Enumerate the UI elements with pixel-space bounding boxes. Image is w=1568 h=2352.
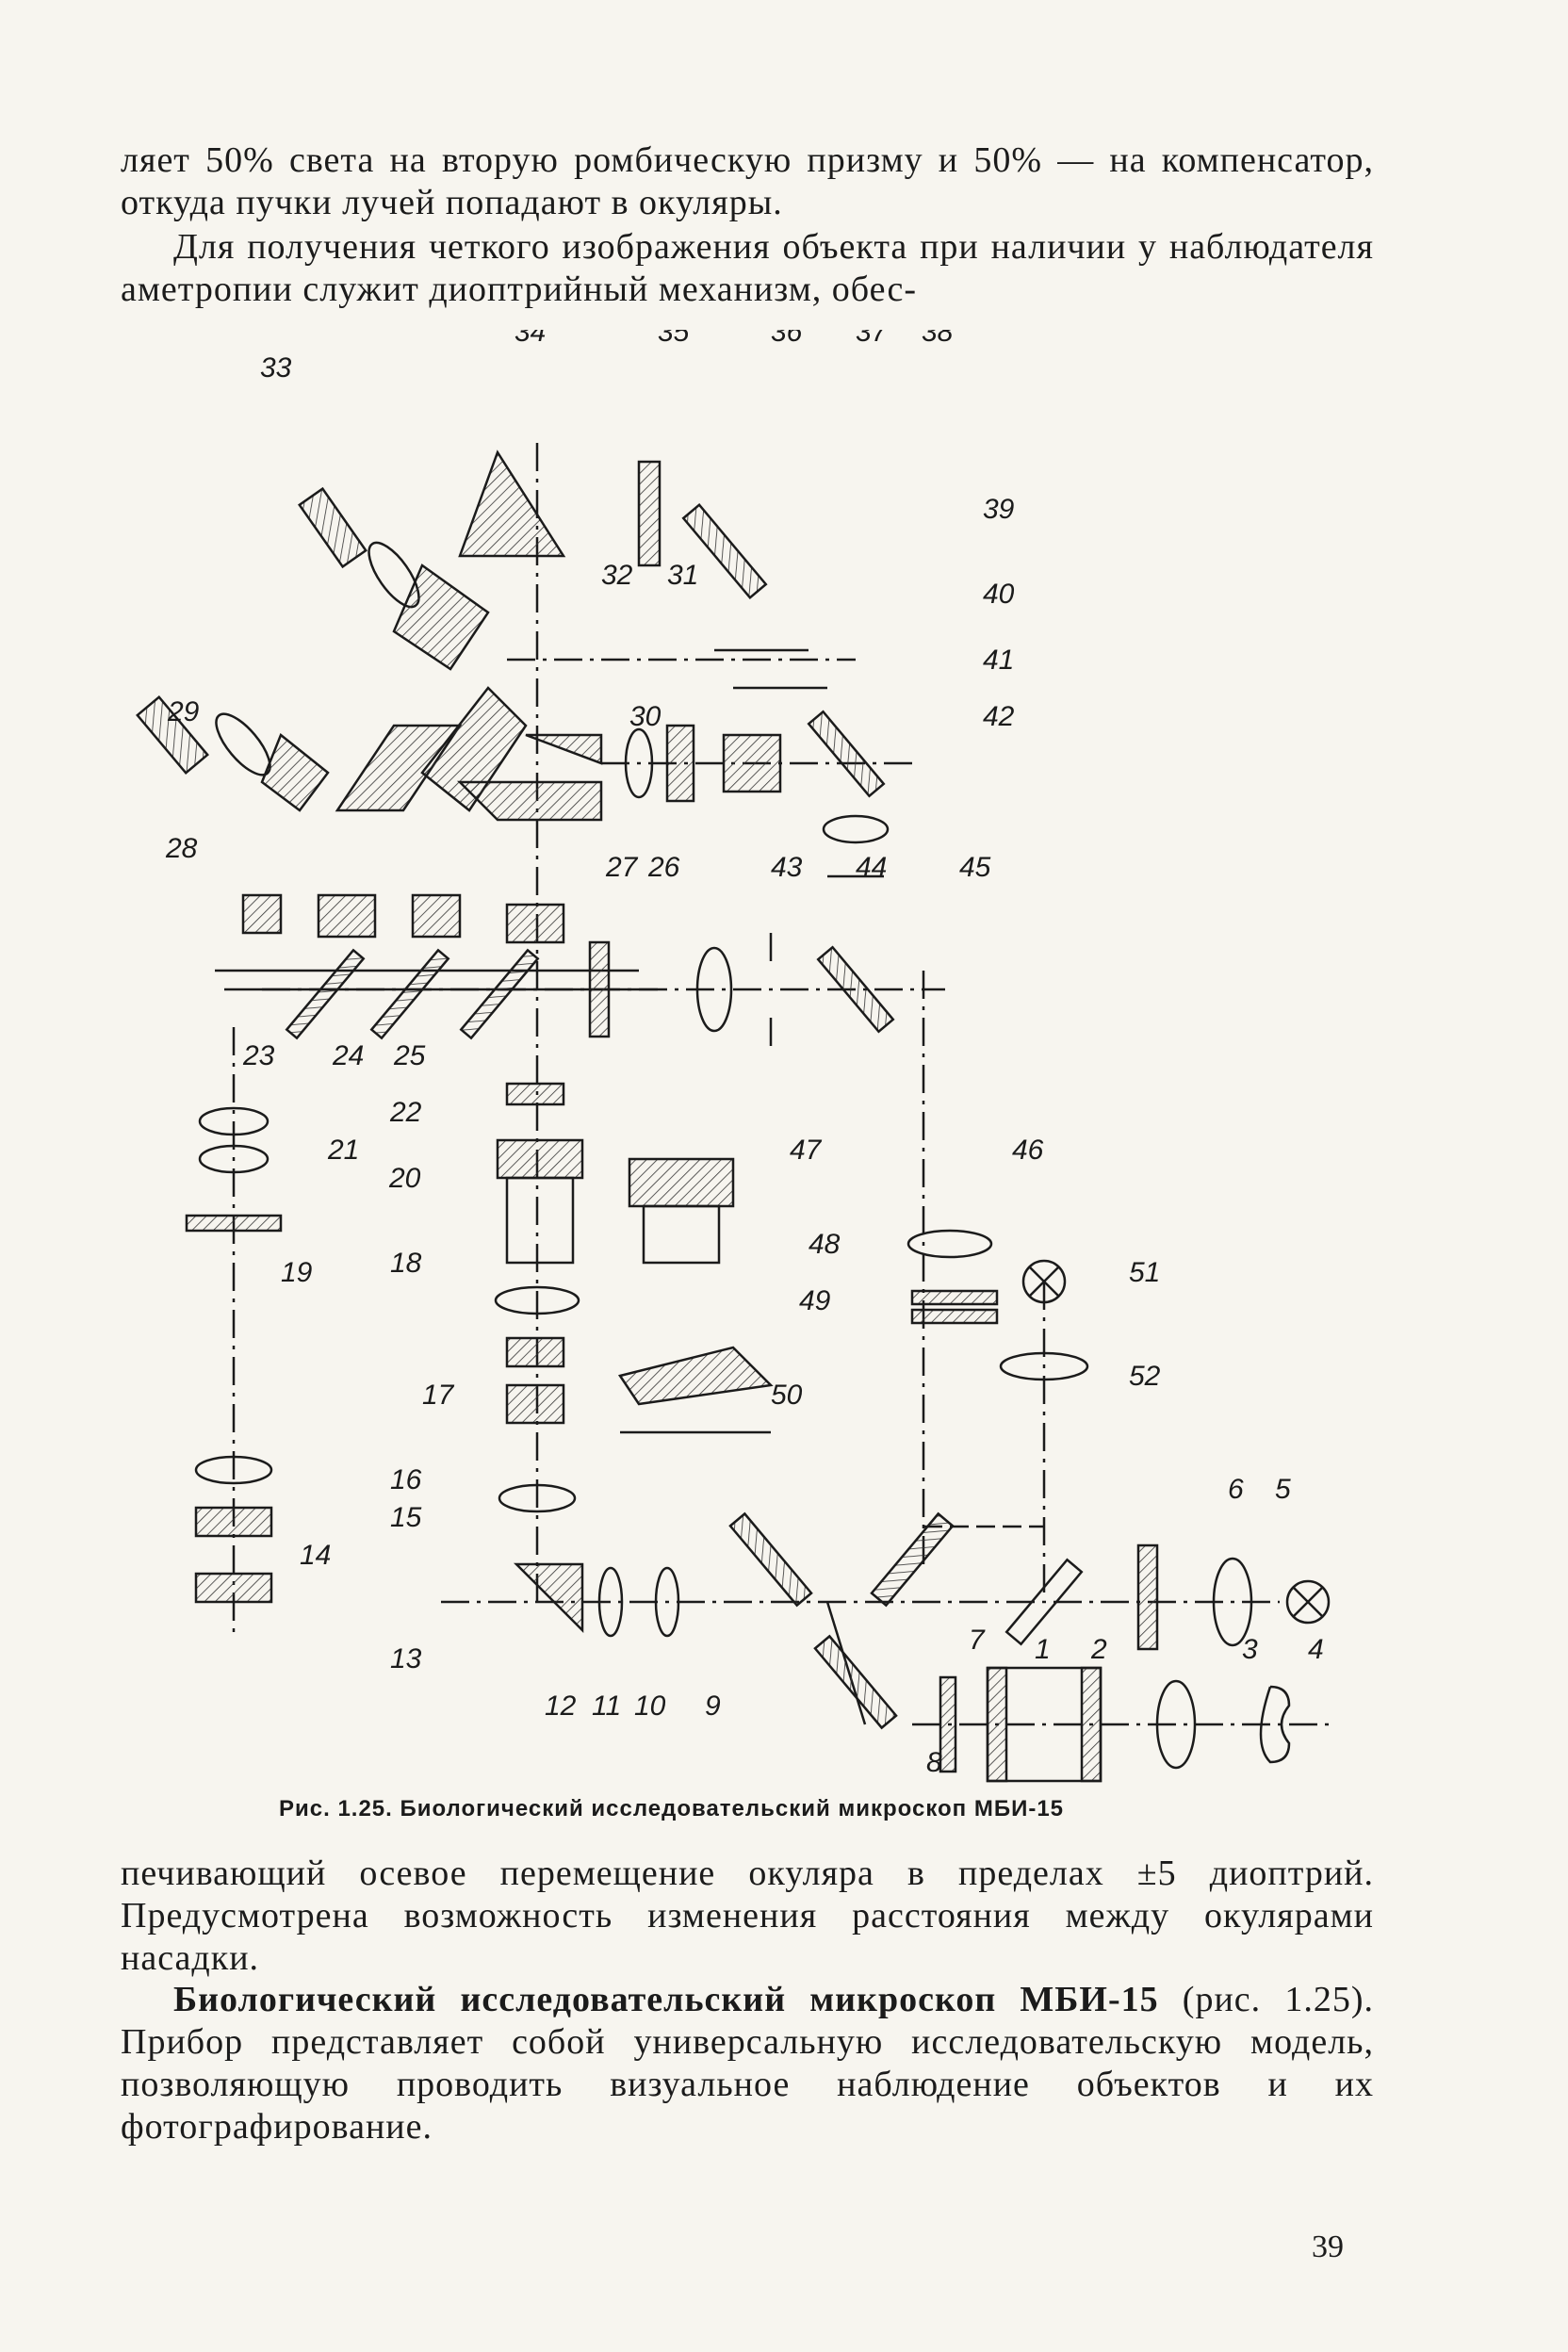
figure-label: 52 [1129, 1361, 1161, 1392]
figure-label: 17 [422, 1380, 455, 1411]
figure-label: 24 [332, 1040, 364, 1071]
paragraph-top: ляет 50% света на вторую ромбическую при… [121, 140, 1374, 222]
figure-label: 26 [647, 852, 680, 883]
figure-label: 46 [1012, 1135, 1044, 1166]
figure-label: 11 [592, 1690, 621, 1722]
figure-label: 43 [771, 852, 803, 883]
mbi-title: Биологический исследовательский микроско… [173, 1980, 1159, 2019]
page-number: 39 [1312, 2230, 1344, 2264]
figure-label: 15 [390, 1502, 422, 1533]
figure-label: 2 [1090, 1634, 1107, 1665]
figure-label: 37 [856, 330, 889, 348]
figure-label: 31 [667, 560, 698, 591]
figure-label: 33 [260, 352, 292, 384]
figure-label: 28 [165, 833, 198, 864]
paragraph-ametropia: Для получения четкого изображения объект… [121, 227, 1374, 309]
figure-label: 45 [959, 852, 991, 883]
figure-label: 4 [1308, 1634, 1324, 1665]
figure-label: 50 [771, 1380, 803, 1411]
figure-label: 9 [705, 1690, 721, 1722]
paragraph-mbi: Биологический исследовательский микроско… [121, 1979, 1374, 2148]
figure-label: 6 [1228, 1474, 1244, 1505]
figure-label: 20 [388, 1163, 421, 1194]
figure-label: 51 [1129, 1257, 1160, 1288]
figure-label: 38 [922, 330, 954, 348]
figure-label: 29 [167, 696, 200, 727]
microscope-optical-diagram: 33 34 35 36 37 38 39 32 31 40 41 42 29 3… [136, 330, 1336, 1783]
figure-label: 5 [1275, 1474, 1291, 1505]
figure-label: 18 [390, 1248, 422, 1279]
figure-label: 25 [393, 1040, 426, 1071]
figure-label: 12 [545, 1690, 577, 1722]
figure-label: 10 [634, 1690, 666, 1722]
figure-label: 7 [969, 1625, 986, 1656]
figure-label: 13 [390, 1643, 422, 1674]
figure-label: 35 [658, 330, 690, 348]
figure-label: 40 [983, 579, 1015, 610]
figure-label: 16 [390, 1464, 422, 1495]
figure-label: 30 [629, 701, 662, 732]
figure-label: 42 [983, 701, 1015, 732]
figure-label: 3 [1242, 1634, 1258, 1665]
figure-label: 1 [1035, 1634, 1051, 1665]
figure-label: 8 [926, 1747, 942, 1778]
figure-label: 32 [601, 560, 633, 591]
figure-caption: Рис. 1.25. Биологический исследовательск… [279, 1796, 1065, 1821]
figure-label: 23 [242, 1040, 275, 1071]
figure-label: 27 [605, 852, 639, 883]
figure-label: 41 [983, 645, 1014, 676]
figure-label: 47 [790, 1135, 823, 1166]
figure-label: 21 [327, 1135, 359, 1166]
figure-label: 19 [281, 1257, 313, 1288]
figure-label: 48 [808, 1229, 841, 1260]
figure-label: 22 [389, 1097, 422, 1128]
figure-label: 44 [856, 852, 887, 883]
figure-label: 39 [983, 494, 1015, 525]
paragraph-continued: печивающий осевое перемещение окуляра в … [121, 1854, 1374, 1978]
figure-label: 49 [799, 1285, 831, 1316]
mbi-description: Прибор представляет собой универсальную … [121, 2022, 1374, 2147]
figure-reference: (рис. 1.25). [1158, 1980, 1374, 2019]
figure-label: 34 [514, 330, 546, 348]
figure-label: 14 [300, 1540, 331, 1571]
figure-label: 36 [771, 330, 803, 348]
